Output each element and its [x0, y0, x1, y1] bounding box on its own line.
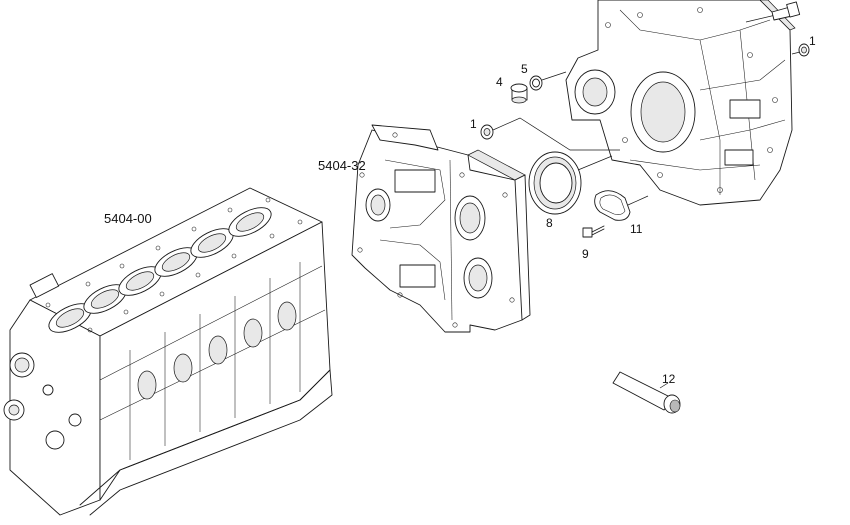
- label-sealant-12: 12: [662, 372, 676, 386]
- label-plug-4: 4: [496, 75, 503, 89]
- oil-seal-8: [528, 151, 613, 215]
- label-seal-5: 5: [521, 62, 528, 76]
- label-engine-block: 5404-00: [104, 211, 152, 226]
- sealant-tube-12: [612, 371, 681, 414]
- seal-ring-5: [529, 71, 567, 91]
- label-oil-seal-8: 8: [546, 216, 553, 230]
- cover-11: [594, 190, 649, 221]
- label-bolt-9: 9: [582, 247, 589, 261]
- flywheel-housing: [565, 0, 796, 206]
- bolt-9: [582, 225, 605, 238]
- label-plug-1-lower: 1: [470, 117, 477, 131]
- plug-1-lower: [480, 117, 620, 151]
- plug-4: [510, 83, 528, 104]
- label-cover-11: 11: [630, 222, 643, 236]
- timing-plate: [351, 124, 531, 333]
- plug-1-upper: [791, 43, 810, 57]
- engine-block: [3, 187, 333, 516]
- label-plug-1-upper: 1: [809, 34, 816, 48]
- bolt-top: [745, 1, 801, 23]
- label-timing-plate: 5404-32: [318, 158, 366, 173]
